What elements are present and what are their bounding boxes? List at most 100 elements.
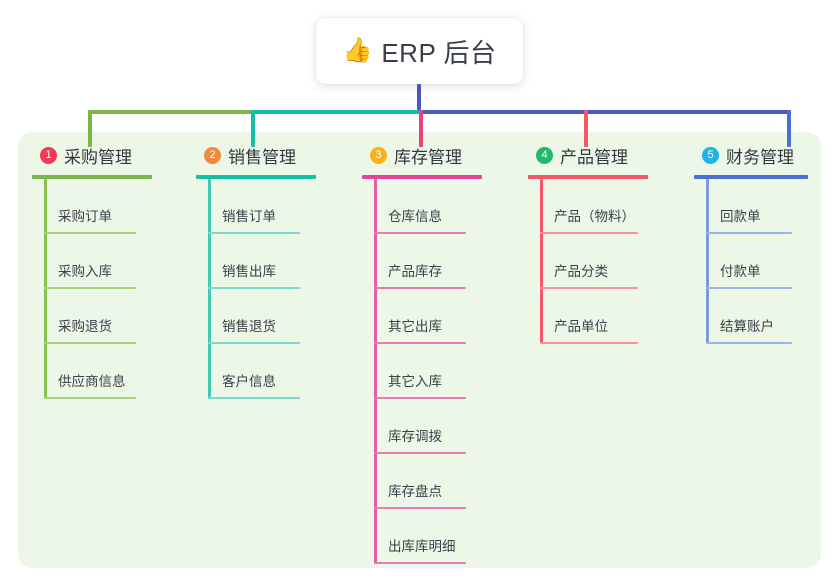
column-title-3: 库存管理: [394, 147, 462, 167]
column-spine-5: [706, 179, 709, 344]
leaf-item[interactable]: 采购退货: [44, 289, 182, 344]
leaf-item-label: 销售出库: [222, 264, 276, 279]
leaf-item-rule: [374, 397, 466, 399]
column-header-5[interactable]: 5 财务管理: [694, 143, 824, 167]
leaf-item-rule: [44, 397, 136, 399]
root-node-title: ERP 后台: [381, 37, 497, 68]
leaf-item[interactable]: 产品库存: [374, 234, 512, 289]
column-items-5: 回款单付款单结算账户: [694, 179, 824, 344]
connector-bus-segment-2: [251, 110, 421, 114]
leaf-item-label: 产品分类: [554, 264, 608, 279]
leaf-item-rule: [374, 452, 466, 454]
column-5: 5 财务管理回款单付款单结算账户: [694, 143, 824, 344]
connector-bus-segment-3: [419, 110, 791, 114]
column-header-3[interactable]: 3 库存管理: [362, 143, 512, 167]
leaf-item-rule: [540, 287, 638, 289]
column-spine-2: [208, 179, 211, 399]
leaf-item-rule: [208, 287, 300, 289]
leaf-item[interactable]: 销售订单: [208, 179, 346, 234]
column-index-badge-2: 2: [204, 146, 221, 164]
leaf-item-rule: [374, 562, 466, 564]
leaf-item-rule: [208, 232, 300, 234]
leaf-item-label: 采购入库: [58, 264, 112, 279]
leaf-item[interactable]: 产品（物料）: [540, 179, 678, 234]
column-title-2: 销售管理: [228, 147, 296, 167]
leaf-item[interactable]: 库存盘点: [374, 454, 512, 509]
leaf-item-label: 其它出库: [388, 319, 442, 334]
column-2: 2 销售管理销售订单销售出库销售退货客户信息: [196, 143, 346, 399]
leaf-item-rule: [374, 232, 466, 234]
column-items-3: 仓库信息产品库存其它出库其它入库库存调拨库存盘点出库库明细: [362, 179, 512, 564]
connector-drop-3: [419, 110, 423, 147]
leaf-item-rule: [44, 287, 136, 289]
leaf-item-rule: [374, 287, 466, 289]
leaf-item[interactable]: 结算账户: [706, 289, 824, 344]
column-spine-3: [374, 179, 377, 564]
leaf-item-rule: [208, 397, 300, 399]
leaf-item[interactable]: 销售退货: [208, 289, 346, 344]
leaf-item-rule: [374, 342, 466, 344]
thumbs-up-icon: 👍: [342, 37, 373, 64]
leaf-item[interactable]: 产品分类: [540, 234, 678, 289]
leaf-item-label: 销售订单: [222, 209, 276, 224]
leaf-item-label: 库存盘点: [388, 484, 442, 499]
leaf-item-rule: [706, 342, 792, 344]
column-header-1[interactable]: 1 采购管理: [32, 143, 182, 167]
column-index-badge-4: 4: [536, 146, 553, 164]
leaf-item-rule: [44, 342, 136, 344]
leaf-item-rule: [44, 232, 136, 234]
connector-drop-4: [584, 110, 588, 147]
leaf-item-rule: [540, 232, 638, 234]
connector-root-stem: [417, 84, 421, 110]
leaf-item[interactable]: 产品单位: [540, 289, 678, 344]
leaf-item[interactable]: 采购入库: [44, 234, 182, 289]
column-3: 3 库存管理仓库信息产品库存其它出库其它入库库存调拨库存盘点出库库明细: [362, 143, 512, 564]
connector-drop-2: [251, 110, 255, 147]
leaf-item-label: 产品单位: [554, 319, 608, 334]
column-spine-1: [44, 179, 47, 399]
column-items-2: 销售订单销售出库销售退货客户信息: [196, 179, 346, 399]
leaf-item-label: 回款单: [720, 209, 761, 224]
connector-bus-segment-1: [88, 110, 253, 114]
column-header-rule-1: [32, 175, 152, 179]
leaf-item[interactable]: 仓库信息: [374, 179, 512, 234]
column-index-badge-1: 1: [40, 146, 57, 164]
root-node-card[interactable]: 👍 ERP 后台: [316, 18, 523, 84]
column-spine-4: [540, 179, 543, 344]
leaf-item[interactable]: 供应商信息: [44, 344, 182, 399]
column-header-rule-5: [694, 175, 808, 179]
leaf-item-label: 采购订单: [58, 209, 112, 224]
column-items-1: 采购订单采购入库采购退货供应商信息: [32, 179, 182, 399]
leaf-item[interactable]: 付款单: [706, 234, 824, 289]
column-header-rule-2: [196, 175, 316, 179]
leaf-item[interactable]: 其它入库: [374, 344, 512, 399]
leaf-item-label: 库存调拨: [388, 429, 442, 444]
leaf-item[interactable]: 库存调拨: [374, 399, 512, 454]
leaf-item-label: 供应商信息: [58, 374, 126, 389]
leaf-item[interactable]: 销售出库: [208, 234, 346, 289]
leaf-item-label: 付款单: [720, 264, 761, 279]
column-title-1: 采购管理: [64, 147, 132, 167]
column-header-2[interactable]: 2 销售管理: [196, 143, 346, 167]
leaf-item[interactable]: 采购订单: [44, 179, 182, 234]
leaf-item[interactable]: 客户信息: [208, 344, 346, 399]
leaf-item-label: 销售退货: [222, 319, 276, 334]
leaf-item-label: 仓库信息: [388, 209, 442, 224]
leaf-item-label: 客户信息: [222, 374, 276, 389]
column-items-4: 产品（物料） 产品分类产品单位: [528, 179, 678, 344]
leaf-item[interactable]: 其它出库: [374, 289, 512, 344]
column-index-badge-5: 5: [702, 146, 719, 164]
leaf-item-label: 产品（物料）: [554, 209, 635, 224]
column-index-badge-3: 3: [370, 146, 387, 164]
leaf-item-rule: [540, 342, 638, 344]
leaf-item[interactable]: 出库库明细: [374, 509, 512, 564]
diagram-background-panel: [18, 132, 821, 568]
connector-drop-5: [787, 110, 791, 147]
leaf-item-rule: [706, 287, 792, 289]
leaf-item[interactable]: 回款单: [706, 179, 824, 234]
column-1: 1 采购管理采购订单采购入库采购退货供应商信息: [32, 143, 182, 399]
column-title-5: 财务管理: [726, 147, 794, 167]
